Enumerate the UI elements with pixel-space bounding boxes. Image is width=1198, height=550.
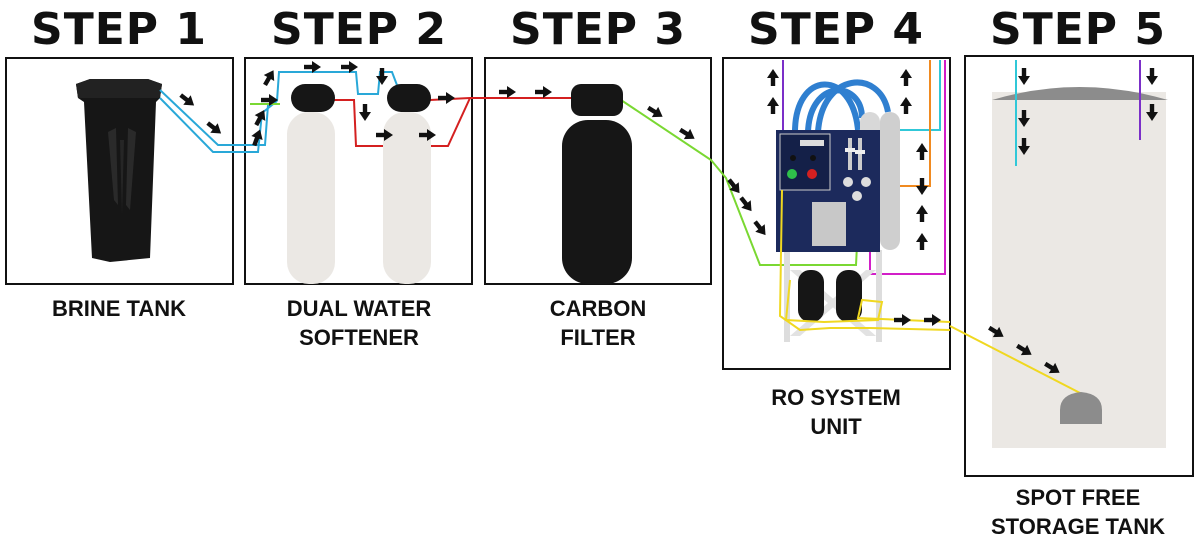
step-1-title: STEP 1 [31, 4, 207, 55]
step-4-title: STEP 4 [748, 4, 924, 55]
carbon-filter-icon [562, 84, 632, 284]
step-5-frame [964, 55, 1194, 477]
step-3-title: STEP 3 [510, 4, 686, 55]
step-2-caption: DUAL WATER SOFTENER [286, 296, 432, 350]
step-3-caption: CARBON FILTER [549, 296, 647, 350]
storage-tank-icon [949, 60, 1168, 448]
step-2-frame [244, 57, 473, 285]
step-1-frame [5, 57, 234, 285]
brine-line-b [159, 97, 278, 153]
step-5-title: STEP 5 [990, 4, 1166, 55]
step-5-caption: SPOT FREE STORAGE TANK [991, 485, 1165, 539]
bridge-line-cyan [276, 71, 401, 102]
step-4-frame [722, 57, 951, 370]
step-4-caption: RO SYSTEM UNIT [771, 385, 901, 439]
carbon-line-green [617, 97, 859, 266]
hard-line-red [332, 97, 471, 147]
softener-tanks-icon [287, 84, 431, 284]
ro-unit-icon [776, 60, 951, 342]
step-1-caption: BRINE TANK [51, 296, 187, 321]
brine-tank-icon [76, 79, 162, 262]
step-2-title: STEP 2 [271, 4, 447, 55]
